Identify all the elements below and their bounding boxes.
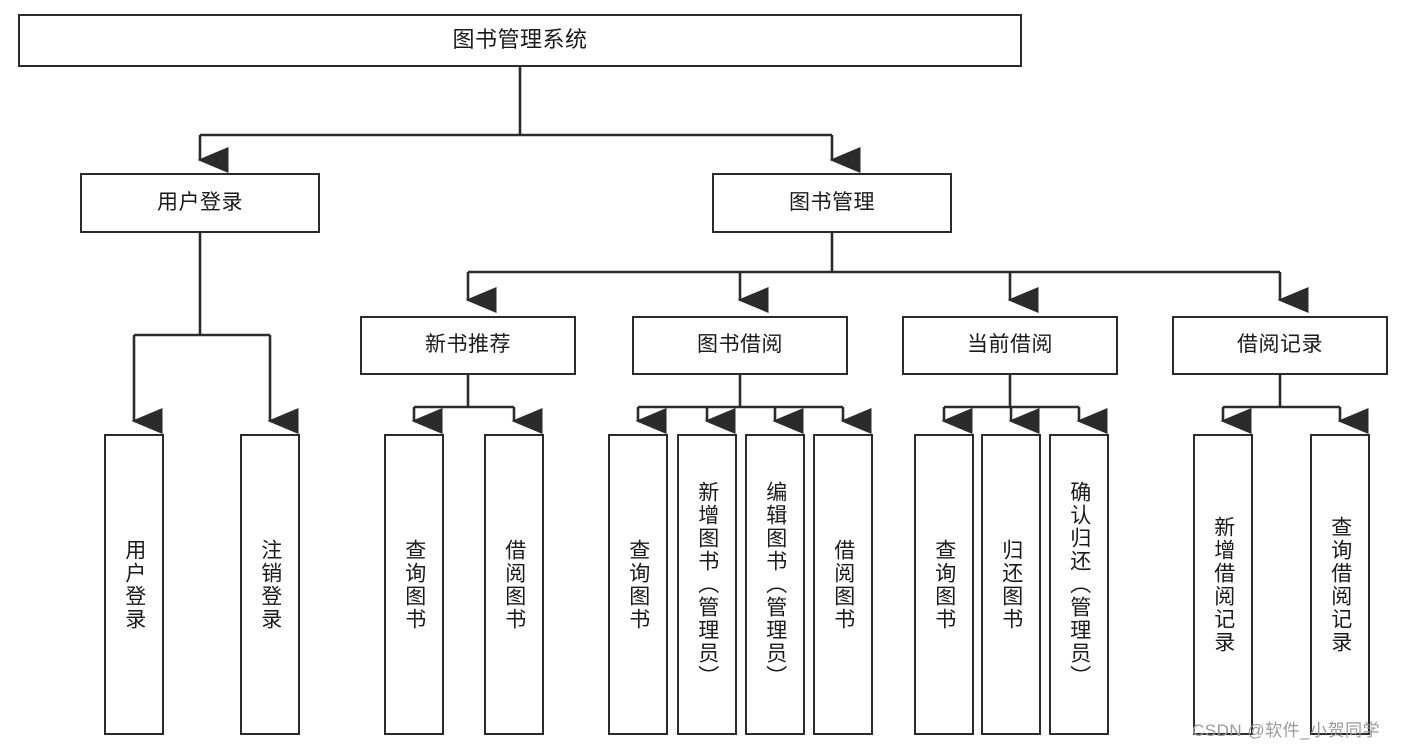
- node-new-book-recommend[interactable]: 新书推荐: [360, 316, 576, 375]
- leaf-query-borrow-record[interactable]: 查询借阅记录: [1310, 434, 1370, 735]
- leaf-borrow-book-new[interactable]: 借阅图书: [484, 434, 544, 735]
- leaf-logout[interactable]: 注销登录: [240, 434, 300, 735]
- leaf-edit-book-admin[interactable]: 编辑图书（管理员）: [745, 434, 805, 735]
- node-root-system[interactable]: 图书管理系统: [18, 14, 1022, 67]
- node-book-borrow[interactable]: 图书借阅: [632, 316, 848, 375]
- node-label: 新增借阅记录: [1211, 515, 1235, 654]
- node-label: 确认归还（管理员）: [1067, 481, 1091, 688]
- leaf-user-login[interactable]: 用户登录: [104, 434, 164, 735]
- node-label: 用户登录: [157, 190, 243, 214]
- node-label: 查询借阅记录: [1328, 515, 1352, 654]
- watermark-text: CSDN @软件_小贺同学: [1192, 721, 1381, 740]
- leaf-return-book[interactable]: 归还图书: [981, 434, 1041, 735]
- node-label: 借阅图书: [831, 538, 855, 631]
- node-borrow-record[interactable]: 借阅记录: [1172, 316, 1388, 375]
- leaf-add-book-admin[interactable]: 新增图书（管理员）: [677, 434, 737, 735]
- node-label: 编辑图书（管理员）: [763, 481, 787, 688]
- node-label: 当前借阅: [967, 333, 1053, 357]
- node-label: 用户登录: [122, 538, 146, 631]
- leaf-confirm-return-admin[interactable]: 确认归还（管理员）: [1049, 434, 1109, 735]
- node-label: 查询图书: [932, 538, 956, 631]
- node-label: 图书借阅: [697, 333, 783, 357]
- node-label: 查询图书: [402, 538, 426, 631]
- node-label: 新书推荐: [425, 333, 511, 357]
- node-label: 图书管理: [789, 190, 875, 214]
- node-user-login[interactable]: 用户登录: [80, 173, 320, 233]
- leaf-add-borrow-record[interactable]: 新增借阅记录: [1193, 434, 1253, 735]
- node-current-borrow[interactable]: 当前借阅: [902, 316, 1118, 375]
- node-label: 新增图书（管理员）: [695, 481, 719, 688]
- node-label: 图书管理系统: [452, 27, 588, 53]
- node-label: 查询图书: [626, 538, 650, 631]
- leaf-borrow-book[interactable]: 借阅图书: [813, 434, 873, 735]
- leaf-query-book-current[interactable]: 查询图书: [914, 434, 974, 735]
- leaf-query-book-borrow[interactable]: 查询图书: [608, 434, 668, 735]
- node-label: 归还图书: [999, 538, 1023, 631]
- node-label: 借阅记录: [1237, 333, 1323, 357]
- node-book-management[interactable]: 图书管理: [712, 173, 952, 233]
- node-label: 注销登录: [258, 538, 282, 631]
- node-label: 借阅图书: [502, 538, 526, 631]
- leaf-query-book-new[interactable]: 查询图书: [384, 434, 444, 735]
